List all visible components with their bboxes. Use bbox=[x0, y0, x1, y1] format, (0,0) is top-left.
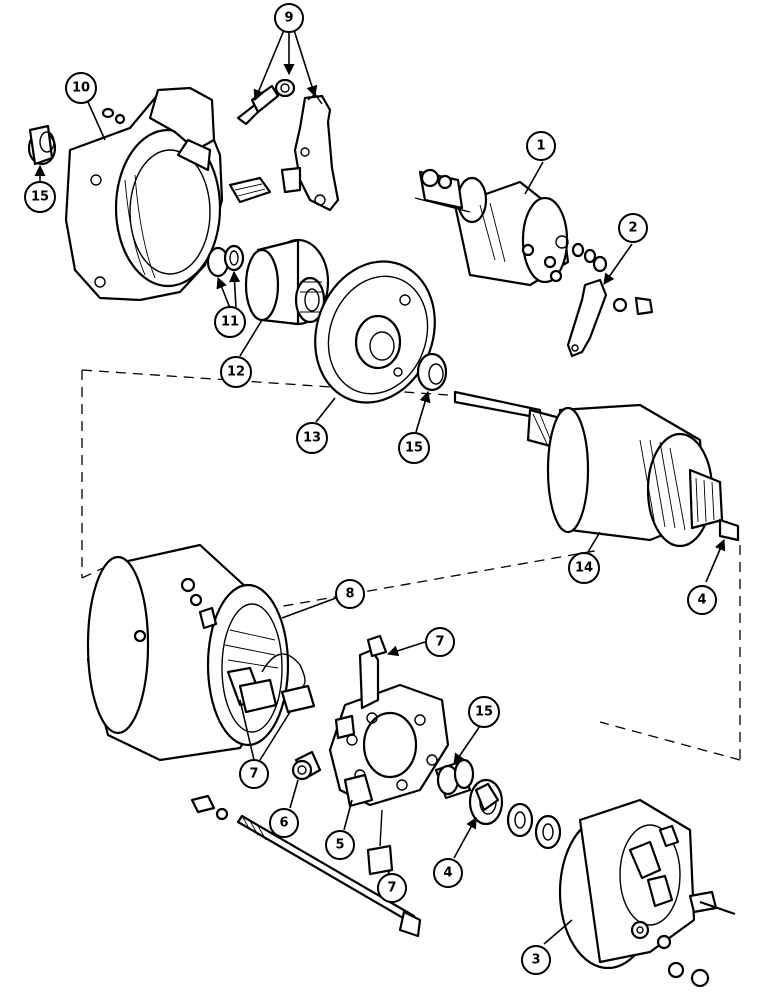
brush-spring-part bbox=[291, 750, 322, 781]
callout-7-bottom-label: 7 bbox=[387, 881, 396, 896]
callout-8-label: 8 bbox=[345, 587, 354, 602]
callout-13: 13 bbox=[296, 422, 328, 454]
yoke-field-frame-part bbox=[86, 543, 316, 762]
housing-fasteners-part bbox=[101, 107, 126, 125]
snap-rings-part bbox=[206, 244, 245, 278]
commutator-end-cover-part bbox=[558, 798, 736, 988]
bushing-part-bottom bbox=[434, 758, 475, 800]
callout-4-right-label: 4 bbox=[697, 593, 706, 608]
callout-7-bottom: 7 bbox=[377, 873, 407, 903]
callout-7-top-label: 7 bbox=[435, 635, 444, 650]
callout-6: 6 bbox=[269, 808, 299, 838]
pad-block-part bbox=[228, 176, 272, 204]
alignment-dashed-lines bbox=[81, 369, 741, 761]
solenoid-part bbox=[414, 168, 608, 287]
callout-4-bottom-label: 4 bbox=[443, 866, 452, 881]
callout-15-middle: 15 bbox=[398, 432, 430, 464]
bushing-part-middle bbox=[416, 352, 448, 392]
callout-15-bottom: 15 bbox=[468, 696, 500, 728]
callout-5: 5 bbox=[325, 830, 355, 860]
callout-15-top-left: 15 bbox=[24, 181, 56, 213]
callout-4-bottom: 4 bbox=[433, 858, 463, 888]
callout-2: 2 bbox=[618, 213, 648, 243]
callout-2-label: 2 bbox=[628, 221, 637, 236]
callout-11: 11 bbox=[214, 306, 246, 338]
callout-8: 8 bbox=[335, 579, 365, 609]
armature-part bbox=[453, 390, 740, 548]
brush-plate-part bbox=[328, 634, 450, 876]
callout-4-right: 4 bbox=[687, 585, 717, 615]
shift-lever-kit-part bbox=[236, 78, 340, 212]
callout-1: 1 bbox=[526, 131, 556, 161]
callout-11-label: 11 bbox=[221, 315, 239, 330]
connector-strap-part bbox=[566, 278, 654, 358]
intermediate-plate-part bbox=[314, 260, 436, 404]
callout-7-left-label: 7 bbox=[249, 767, 258, 782]
bushing-part-top-left bbox=[27, 124, 57, 166]
callout-1-label: 1 bbox=[536, 139, 545, 154]
callout-14: 14 bbox=[568, 552, 600, 584]
callout-10-label: 10 bbox=[72, 81, 90, 96]
callout-12-label: 12 bbox=[227, 365, 245, 380]
callout-10: 10 bbox=[65, 72, 97, 104]
leader-lines bbox=[34, 29, 726, 945]
callout-15-middle-label: 15 bbox=[405, 441, 423, 456]
callout-13-label: 13 bbox=[303, 431, 321, 446]
callout-3-label: 3 bbox=[531, 953, 540, 968]
callout-7-left: 7 bbox=[239, 759, 269, 789]
callout-7-top: 7 bbox=[425, 627, 455, 657]
through-bolt-part bbox=[190, 794, 422, 938]
callout-12: 12 bbox=[220, 356, 252, 388]
callout-15-bottom-label: 15 bbox=[475, 705, 493, 720]
callout-5-label: 5 bbox=[335, 838, 344, 853]
callout-6-label: 6 bbox=[279, 816, 288, 831]
pinion-drive-part bbox=[244, 238, 330, 326]
callout-14-label: 14 bbox=[575, 561, 593, 576]
drive-end-housing-part bbox=[64, 86, 224, 302]
callout-9: 9 bbox=[274, 3, 304, 33]
callout-3: 3 bbox=[521, 945, 551, 975]
callout-9-label: 9 bbox=[284, 11, 293, 26]
callout-15-top-left-label: 15 bbox=[31, 190, 49, 205]
thrust-collar-part bbox=[468, 778, 562, 850]
